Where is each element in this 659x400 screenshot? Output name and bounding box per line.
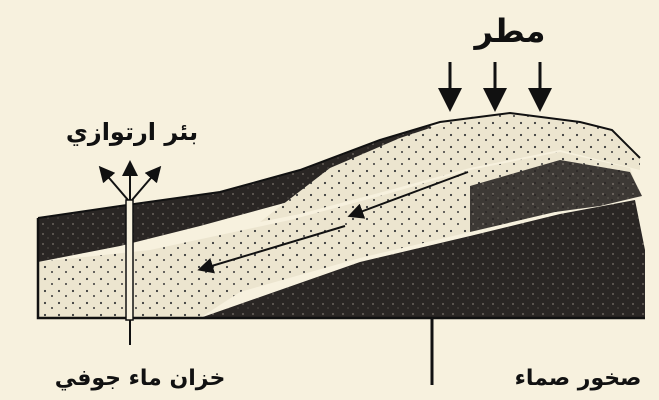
impermeable-rock-label: صخور صماء [515, 366, 642, 391]
rain-label: مطر [473, 12, 546, 50]
well-pipe [126, 200, 133, 320]
spout-arrow-right [132, 172, 156, 200]
artesian-well-label: بئر ارتوازي [66, 118, 198, 146]
spout-arrow-left [104, 172, 128, 200]
aquifer-label: خزان ماء جوفي [55, 366, 226, 391]
